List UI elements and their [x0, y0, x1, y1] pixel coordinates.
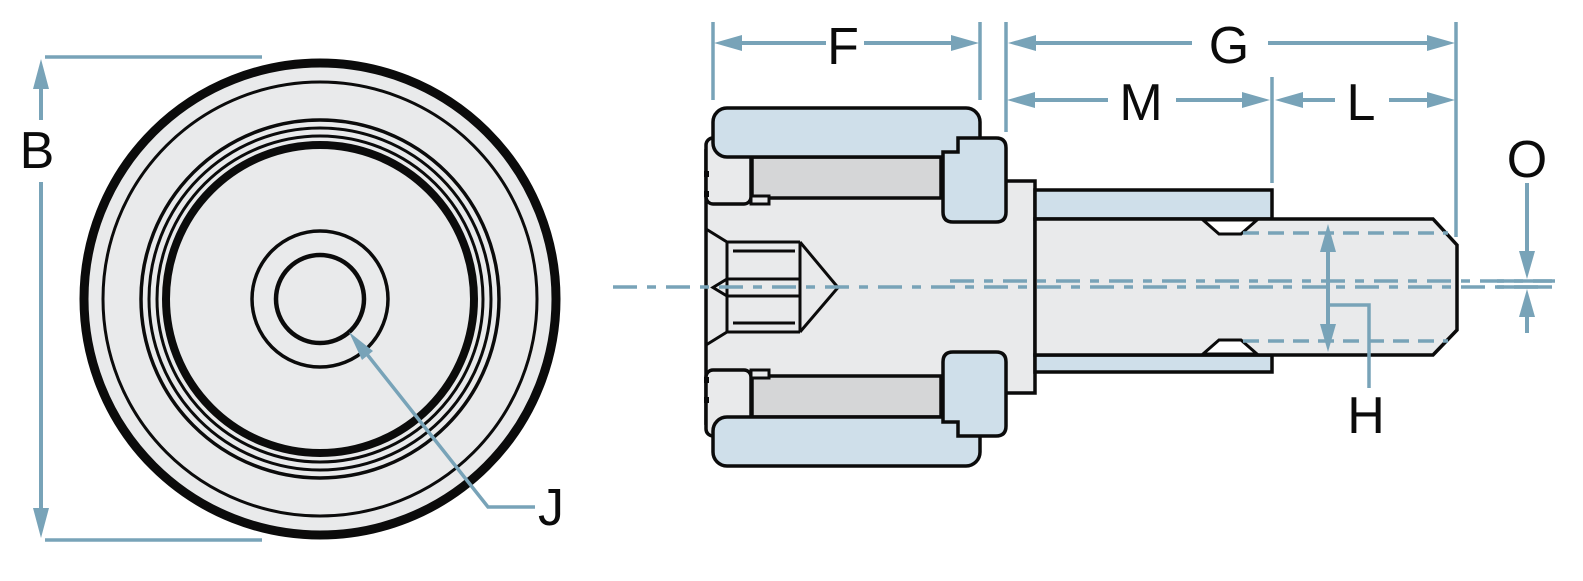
dim-o-arrow-down: [1519, 251, 1535, 279]
dim-b-arrow-up: [33, 59, 49, 89]
end-plate-step-bottom: [749, 368, 771, 380]
hex-mid-flat: [710, 277, 800, 298]
eccentric-sleeve-bottom: [1033, 353, 1274, 374]
thread-relief-top: [1199, 218, 1261, 236]
dim-m: M: [1007, 74, 1270, 132]
dim-m-label: M: [1119, 74, 1162, 132]
raceway-circle-2: [147, 126, 493, 472]
outer-diameter-circle: [79, 58, 561, 540]
dim-j: J: [349, 332, 564, 537]
dim-m-arrow-left: [1007, 92, 1035, 108]
dim-m-arrow-right: [1242, 92, 1270, 108]
dim-h-arrow-down: [1320, 324, 1336, 352]
dim-h-arrow-up: [1320, 224, 1336, 252]
dim-f: F: [711, 18, 982, 100]
retainer-block-bottom: [941, 350, 1008, 438]
raceway-circle-4: [162, 141, 478, 457]
dim-j-label: J: [538, 479, 564, 537]
dim-j-arrow: [349, 332, 373, 360]
dim-b-arrow-down: [33, 508, 49, 538]
dim-l: L: [1275, 74, 1455, 132]
needle-rollers-top: [750, 155, 943, 200]
dim-o: O: [1497, 131, 1552, 333]
dim-o-label: O: [1507, 131, 1547, 189]
dim-h-leader: [1328, 303, 1371, 388]
outer-rim-inner-circle: [101, 80, 539, 518]
bore-circle: [273, 252, 367, 346]
outer-ring-top: [711, 106, 982, 159]
side-section-view: [613, 106, 1555, 468]
dim-l-arrow-right: [1427, 92, 1455, 108]
dim-g-label: G: [1209, 17, 1249, 75]
dim-b-label: B: [20, 122, 55, 180]
front-view: [79, 58, 561, 540]
end-plate-stake-marks: [704, 171, 709, 403]
hex-mouth-chamfer-top: [705, 227, 728, 244]
dim-l-label: L: [1347, 74, 1376, 132]
dim-j-leader: [364, 351, 535, 509]
dim-b: B: [20, 55, 262, 542]
dim-h: H: [1320, 224, 1385, 445]
thread-relief-bottom: [1199, 338, 1261, 356]
dim-l-arrow-left: [1275, 92, 1303, 108]
dim-f-label: F: [827, 18, 859, 76]
counterbore-circle: [250, 229, 390, 369]
end-plate-step-top: [749, 194, 771, 206]
hex-mouth-chamfer-bottom: [705, 330, 728, 347]
dim-f-arrow-right: [951, 35, 979, 51]
eccentric-sleeve-top: [1033, 188, 1274, 221]
dim-h-label: H: [1347, 387, 1385, 445]
dim-f-arrow-left: [714, 35, 742, 51]
retainer-block-top: [941, 136, 1008, 224]
raceway-circle-1: [139, 118, 501, 480]
threaded-stud: [1033, 217, 1459, 357]
dim-g-arrow-left: [1008, 35, 1036, 51]
raceway-circle-3: [155, 134, 485, 464]
dim-g-arrow-right: [1427, 35, 1455, 51]
dim-o-arrow-up: [1519, 289, 1535, 317]
needle-rollers-bottom: [750, 374, 943, 419]
dim-g: G: [1004, 17, 1458, 237]
outer-ring-bottom: [711, 415, 982, 468]
